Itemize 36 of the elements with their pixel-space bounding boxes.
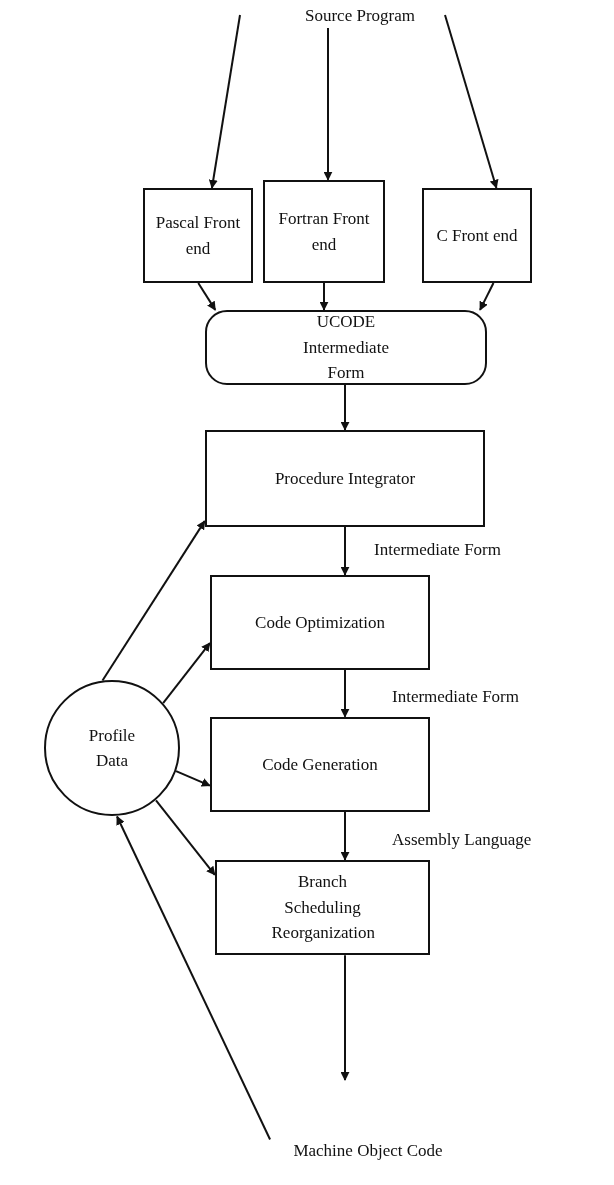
node-text: Source Program [305,5,415,28]
node-text: Code Generation [262,753,378,776]
arrow [101,520,206,682]
arrow [340,384,350,431]
arrow [340,669,350,718]
arrow [479,282,495,311]
arrow [116,815,272,1141]
node-text: Procedure Integrator [274,467,416,490]
process-box [263,180,385,283]
process-box [422,188,532,283]
process-box [210,717,430,812]
edge-label: Assembly Language [390,830,534,850]
node-text: Fortran Front end [278,208,370,256]
arrow [340,811,350,861]
arrow [197,282,217,311]
process-box [210,575,430,670]
arrow [444,14,499,189]
arrow [162,642,211,705]
process-box [205,430,485,527]
node-text: Pascal Front end [154,212,242,260]
arrow [175,770,211,787]
node-text: C Front end [436,224,518,247]
node-text: UCODE Intermediate Form [302,311,390,385]
arrow [319,282,329,311]
arrow [155,799,216,876]
arrow [323,27,333,181]
node-text: Machine Object Code [293,1140,443,1163]
intermediate-form-box [205,310,487,385]
arrow [340,526,350,576]
node-text: Code Optimization [255,611,385,634]
node-text: Branch Scheduling Reorganization [271,871,374,945]
arrow [208,14,241,189]
node-text: Profile Data [87,724,137,772]
process-box [143,188,253,283]
arrow [340,954,350,1081]
process-box [215,860,430,955]
